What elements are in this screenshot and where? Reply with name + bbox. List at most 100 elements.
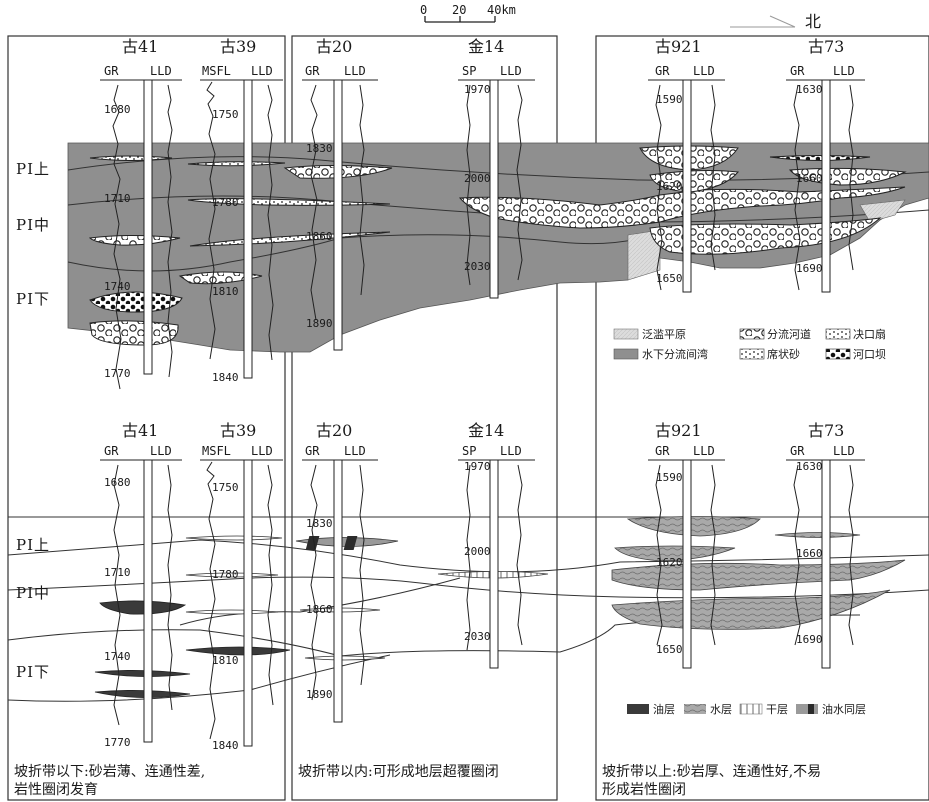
svg-text:1630: 1630: [796, 83, 823, 96]
svg-text:LLD: LLD: [693, 64, 715, 78]
legend-label-bar: 河口坝: [853, 347, 886, 361]
svg-text:SP: SP: [462, 444, 476, 458]
svg-text:GR: GR: [790, 64, 805, 78]
caption-right-line2: 形成岩性圈闭: [602, 782, 686, 798]
caption-mid: 坡折带以内:可形成地层超覆圈闭: [298, 764, 499, 780]
svg-text:1590: 1590: [656, 93, 683, 106]
svg-text:1890: 1890: [306, 688, 333, 701]
svg-text:GR: GR: [655, 444, 670, 458]
svg-text:LLD: LLD: [833, 444, 855, 458]
svg-text:LLD: LLD: [344, 444, 366, 458]
svg-text:古921: 古921: [655, 421, 702, 440]
svg-text:2030: 2030: [464, 260, 491, 273]
svg-text:LLD: LLD: [833, 64, 855, 78]
svg-text:古921: 古921: [655, 37, 702, 56]
svg-text:LLD: LLD: [500, 444, 522, 458]
water-layer-body: [628, 517, 760, 537]
scale-label-0: 0: [420, 3, 427, 17]
svg-text:1810: 1810: [212, 654, 239, 667]
svg-text:2030: 2030: [464, 630, 491, 643]
svg-text:古73: 古73: [808, 421, 844, 440]
svg-text:1770: 1770: [104, 736, 131, 749]
legend-label-water: 水层: [710, 703, 732, 716]
svg-text:1750: 1750: [212, 108, 239, 121]
zone-label-upper: PⅠ上: [16, 160, 50, 178]
svg-text:LLD: LLD: [344, 64, 366, 78]
svg-text:1690: 1690: [796, 262, 823, 275]
svg-text:1680: 1680: [104, 103, 131, 116]
zone-label-lower: PⅠ下: [16, 290, 50, 308]
svg-text:1660: 1660: [796, 547, 823, 560]
legend-swatch-dry: [740, 704, 762, 714]
svg-text:1740: 1740: [104, 650, 131, 663]
svg-text:2000: 2000: [464, 545, 491, 558]
well-jin14-bottom: 金14 SP LLD 1970 2000 2030: [458, 421, 535, 668]
legend-swatch-crevasse: [826, 329, 850, 339]
svg-text:SP: SP: [462, 64, 476, 78]
legend-label-channel: 分流河道: [767, 327, 811, 341]
svg-text:古73: 古73: [808, 37, 844, 56]
svg-text:1660: 1660: [796, 172, 823, 185]
svg-text:1750: 1750: [212, 481, 239, 494]
svg-text:1840: 1840: [212, 371, 239, 384]
caption-right-line1: 坡折带以上:砂岩厚、连通性好,不易: [602, 764, 821, 780]
svg-text:GR: GR: [790, 444, 805, 458]
legend-swatch-oilwater: [796, 704, 818, 714]
legend-label-flood: 泛滥平原: [642, 328, 686, 341]
svg-text:LLD: LLD: [693, 444, 715, 458]
svg-text:LLD: LLD: [251, 64, 273, 78]
zone-label-upper-bottom: PⅠ上: [16, 536, 50, 554]
svg-text:古41: 古41: [122, 421, 158, 440]
legend-label-oil: 油层: [653, 702, 675, 716]
svg-text:古39: 古39: [220, 37, 256, 56]
zone-label-middle: PⅠ中: [16, 216, 50, 234]
svg-text:1690: 1690: [796, 633, 823, 646]
legend-label-dry: 干层: [766, 703, 788, 716]
fluid-legend: 油层 水层 干层 油水同层: [627, 702, 866, 716]
svg-text:金14: 金14: [468, 37, 504, 56]
svg-text:LLD: LLD: [150, 64, 172, 78]
svg-text:1780: 1780: [212, 196, 239, 209]
top-section: PⅠ上 PⅠ中 PⅠ下 古41 GR LLD 1680 1710 1740 17…: [16, 37, 929, 389]
svg-text:LLD: LLD: [251, 444, 273, 458]
svg-text:1830: 1830: [306, 142, 333, 155]
oil-layer-body: [100, 601, 185, 614]
svg-text:1770: 1770: [104, 367, 131, 380]
svg-text:1630: 1630: [796, 460, 823, 473]
svg-text:1620: 1620: [656, 556, 683, 569]
svg-text:1710: 1710: [104, 566, 131, 579]
svg-text:LLD: LLD: [150, 444, 172, 458]
sand-channel: [90, 321, 178, 345]
svg-text:1650: 1650: [656, 643, 683, 656]
svg-text:古20: 古20: [316, 421, 352, 440]
legend-swatch-oil: [627, 704, 649, 714]
north-arrow-icon: [730, 16, 795, 27]
legend-label-oilwater: 油水同层: [822, 702, 866, 716]
bottom-section: PⅠ上 PⅠ中 PⅠ下 古41 GR LLD 1680 1710 1740 17…: [8, 421, 929, 752]
facies-legend: 泛滥平原 分流河道 决口扇 水下分流间湾 席状砂 河口坝: [614, 327, 886, 361]
svg-text:GR: GR: [104, 64, 119, 78]
svg-text:MSFL: MSFL: [202, 64, 231, 78]
well-gu921-bottom: 古921 GR LLD 1590 1620 1650: [648, 421, 725, 668]
svg-text:1650: 1650: [656, 272, 683, 285]
svg-text:古20: 古20: [316, 37, 352, 56]
legend-swatch-bar: [826, 349, 850, 359]
svg-text:GR: GR: [305, 444, 320, 458]
well-gu39-bottom: 古39 MSFL LLD 1750 1780 1810 1840: [200, 421, 283, 752]
legend-label-crevasse: 决口扇: [853, 327, 886, 341]
legend-label-sheet: 席状砂: [767, 347, 800, 361]
well-gu73-bottom: 古73 GR LLD 1630 1660 1690: [786, 421, 865, 668]
svg-text:1860: 1860: [306, 603, 333, 616]
svg-text:金14: 金14: [468, 421, 504, 440]
scale-bar: 0 20 40km: [420, 3, 516, 22]
scale-label-20: 20: [452, 3, 466, 17]
svg-text:1740: 1740: [104, 280, 131, 293]
svg-text:1890: 1890: [306, 317, 333, 330]
legend-swatch-water: [684, 704, 706, 714]
svg-text:1830: 1830: [306, 517, 333, 530]
svg-text:古39: 古39: [220, 421, 256, 440]
svg-text:1840: 1840: [212, 739, 239, 752]
svg-text:1680: 1680: [104, 476, 131, 489]
caption-left-line1: 坡折带以下:砂岩薄、连通性差,: [14, 764, 205, 780]
svg-text:1620: 1620: [656, 180, 683, 193]
